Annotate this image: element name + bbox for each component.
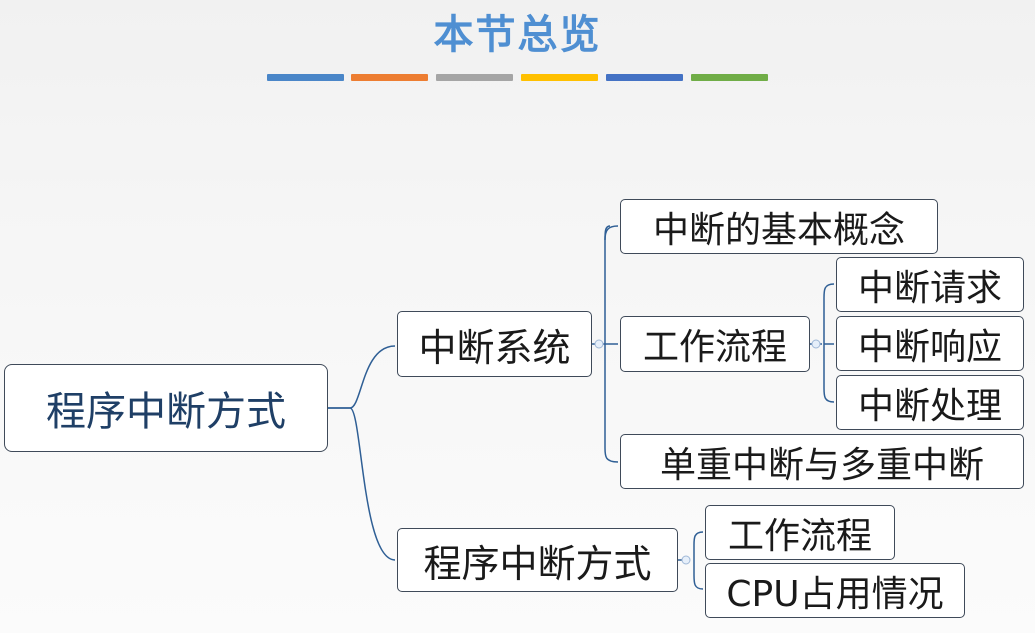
page-title: 本节总览	[433, 11, 602, 58]
underline-bar-yellow	[521, 74, 598, 81]
underline-bar-gray	[436, 74, 513, 81]
underline-bar-green	[691, 74, 768, 81]
connector-b1-concept	[604, 225, 619, 241]
branch-node-program-interrupt[interactable]: 程序中断方式	[397, 528, 678, 592]
root-node[interactable]: 程序中断方式	[4, 364, 328, 452]
connector-root-branch2	[328, 407, 396, 561]
node-cpu-usage[interactable]: CPU占用情况	[705, 563, 965, 618]
node-interrupt-request[interactable]: 中断请求	[836, 257, 1024, 312]
node-workflow[interactable]: 工作流程	[620, 316, 810, 372]
underline-bar-dark-blue	[606, 74, 683, 81]
node-interrupt-basic-concept[interactable]: 中断的基本概念	[620, 199, 938, 254]
node-interrupt-response[interactable]: 中断响应	[836, 316, 1024, 371]
node-b2-workflow[interactable]: 工作流程	[705, 505, 895, 560]
underline-bar-orange	[351, 74, 428, 81]
node-interrupt-handling[interactable]: 中断处理	[836, 375, 1024, 430]
node-single-multi-interrupt[interactable]: 单重中断与多重中断	[620, 434, 1024, 489]
connector-root-branch1	[328, 345, 396, 409]
collapse-dot-branch1	[594, 339, 604, 349]
branch-node-interrupt-system[interactable]: 中断系统	[397, 311, 592, 377]
collapse-dot-workflow	[811, 339, 821, 349]
underline-bar-blue	[267, 74, 344, 81]
collapse-dot-branch2	[681, 555, 691, 565]
